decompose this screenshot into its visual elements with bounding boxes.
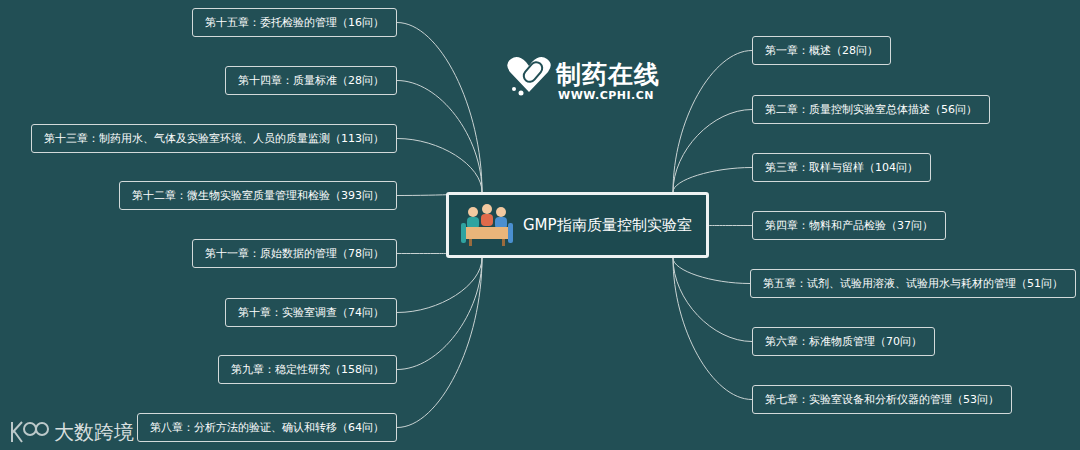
central-title: GMP指南质量控制实验室 bbox=[523, 216, 692, 235]
chapter-box: 第十一章：原始数据的管理（78问） bbox=[192, 239, 397, 268]
cphi-logo-icon bbox=[507, 57, 551, 95]
watermark-logo bbox=[12, 422, 48, 442]
chapter-label: 第七章：实验室设备和分析仪器的管理（53问） bbox=[765, 392, 999, 407]
chapter-label: 第十一章：原始数据的管理（78问） bbox=[205, 246, 384, 261]
chapter-box: 第九章：稳定性研究（158问） bbox=[218, 355, 397, 384]
central-topic: GMP指南质量控制实验室 bbox=[446, 192, 709, 258]
chapter-label: 第十三章：制药用水、气体及实验室环境、人员的质量监测（113问） bbox=[44, 131, 384, 146]
chapter-box: 第八章：分析方法的验证、确认和转移（64问） bbox=[137, 413, 397, 442]
chapter-label: 第十五章：委托检验的管理（16问） bbox=[205, 15, 384, 30]
chapter-box: 第七章：实验室设备和分析仪器的管理（53问） bbox=[752, 385, 1012, 414]
branch-line bbox=[397, 81, 482, 193]
chapter-box: 第十三章：制药用水、气体及实验室环境、人员的质量监测（113问） bbox=[31, 124, 397, 153]
watermark: 大数跨境 bbox=[54, 419, 134, 446]
branch-line bbox=[673, 168, 752, 193]
branch-line bbox=[397, 258, 482, 370]
branch-line bbox=[397, 258, 482, 313]
chapter-label: 第三章：取样与留样（104问） bbox=[765, 160, 918, 175]
branch-line bbox=[673, 110, 752, 193]
chapter-label: 第十四章：质量标准（28问） bbox=[238, 73, 384, 88]
branch-line bbox=[673, 258, 752, 342]
chapter-box: 第五章：试剂、试验用溶液、试验用水与耗材的管理（51问） bbox=[750, 269, 1076, 298]
branch-line bbox=[397, 23, 482, 193]
chapter-box: 第十四章：质量标准（28问） bbox=[225, 66, 397, 95]
chapter-label: 第十章：实验室调查（74问） bbox=[238, 305, 384, 320]
branch-line bbox=[673, 258, 752, 400]
branch-line bbox=[397, 258, 482, 428]
branch-line bbox=[397, 139, 482, 193]
brand-url: WWW.CPHI.CN bbox=[558, 89, 654, 102]
chapter-box: 第十章：实验室调查（74问） bbox=[225, 298, 397, 327]
chapter-label: 第五章：试剂、试验用溶液、试验用水与耗材的管理（51问） bbox=[763, 276, 1063, 291]
chapter-box: 第二章：质量控制实验室总体描述（56问） bbox=[752, 95, 990, 124]
chapter-label: 第九章：稳定性研究（158问） bbox=[231, 362, 384, 377]
branch-line bbox=[673, 258, 750, 284]
brand-name: 制药在线 bbox=[556, 58, 660, 91]
chapter-box: 第十五章：委托检验的管理（16问） bbox=[192, 8, 397, 37]
chapter-label: 第二章：质量控制实验室总体描述（56问） bbox=[765, 102, 977, 117]
branch-line bbox=[709, 225, 752, 226]
branch-line bbox=[673, 51, 752, 193]
chapter-label: 第四章：物料和产品检验（37问） bbox=[765, 218, 933, 233]
chapter-label: 第十二章：微生物实验室质量管理和检验（393问） bbox=[132, 188, 384, 203]
chapter-box: 第四章：物料和产品检验（37问） bbox=[752, 211, 946, 240]
chapter-box: 第六章：标准物质管理（70问） bbox=[752, 327, 935, 356]
chapter-box: 第一章：概述（28问） bbox=[752, 36, 891, 65]
branch-line bbox=[397, 253, 446, 254]
chapter-label: 第一章：概述（28问） bbox=[765, 43, 878, 58]
chapter-label: 第六章：标准物质管理（70问） bbox=[765, 334, 922, 349]
chapter-label: 第八章：分析方法的验证、确认和转移（64问） bbox=[150, 420, 384, 435]
chapter-box: 第三章：取样与留样（104问） bbox=[752, 153, 931, 182]
chapter-box: 第十二章：微生物实验室质量管理和检验（393问） bbox=[119, 181, 397, 210]
meeting-icon bbox=[461, 203, 513, 247]
